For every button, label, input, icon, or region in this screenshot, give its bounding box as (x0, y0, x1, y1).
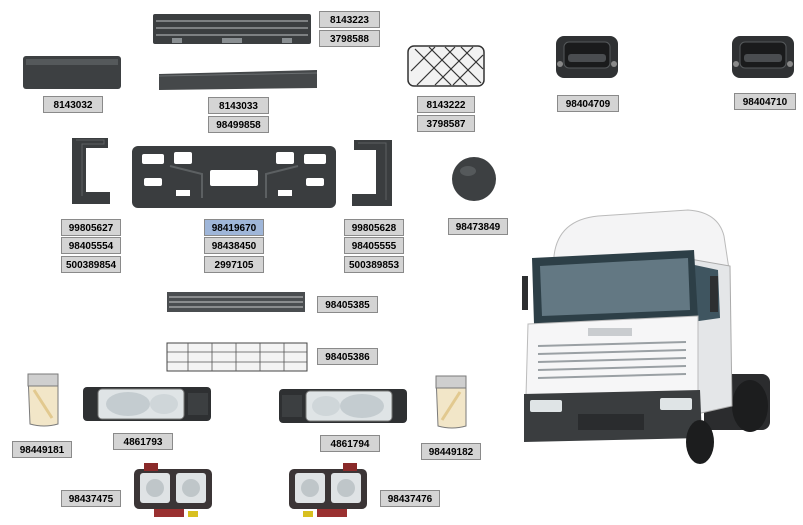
corner-lamp-left-image (24, 370, 62, 428)
part-number-label: 99805627 (61, 219, 121, 236)
bottom-grille-frame-image (166, 342, 308, 372)
part-number-label: 98437475 (61, 490, 121, 507)
part-number-label: 500389854 (61, 256, 121, 273)
left-panel-image (22, 55, 122, 91)
top-grille-image (152, 12, 312, 46)
right-bracket-image (348, 136, 396, 210)
part-number-label: 98499858 (208, 116, 269, 133)
center-strip-image (157, 70, 319, 92)
bottom-grille-image (166, 291, 306, 313)
truck-image (518, 206, 774, 468)
part-number-label: 98449182 (421, 443, 481, 460)
part-number-label: 8143032 (43, 96, 103, 113)
left-bracket-image (68, 134, 114, 208)
part-number-label: 98405386 (317, 348, 378, 365)
part-number-label: 99805628 (344, 219, 404, 236)
part-number-label: 8143033 (208, 97, 269, 114)
part-number-label: 98404709 (557, 95, 619, 112)
part-number-label: 2997105 (204, 256, 264, 273)
part-number-label: 8143222 (417, 96, 475, 113)
part-number-label: 98405554 (61, 237, 121, 254)
part-number-label: 98405555 (344, 237, 404, 254)
headlamp-right-image (278, 385, 408, 427)
part-number-label: 98437476 (380, 490, 440, 507)
part-number-label: 500389853 (344, 256, 404, 273)
part-number-label: 98405385 (317, 296, 378, 313)
part-number-label: 4861793 (113, 433, 173, 450)
round-cap-image (450, 155, 498, 203)
corner-lamp-right-image (432, 372, 470, 430)
part-number-label: 8143223 (319, 11, 380, 28)
small-mesh-image (407, 45, 485, 87)
part-number-label: 4861794 (320, 435, 380, 452)
foglamp-left-image (130, 461, 216, 521)
part-number-label: 3798588 (319, 30, 380, 47)
foglamp-right-image (285, 461, 371, 521)
headlamp-left-image (82, 383, 212, 425)
door-handle-image (730, 34, 796, 80)
part-number-label: 3798587 (417, 115, 475, 132)
part-number-label: 98449181 (12, 441, 72, 458)
bumper-frame-image (130, 144, 338, 210)
part-number-label-selected[interactable]: 98419670 (204, 219, 264, 236)
door-handle-image (554, 34, 620, 80)
part-number-label: 98438450 (204, 237, 264, 254)
part-number-label: 98473849 (448, 218, 508, 235)
part-number-label: 98404710 (734, 93, 796, 110)
